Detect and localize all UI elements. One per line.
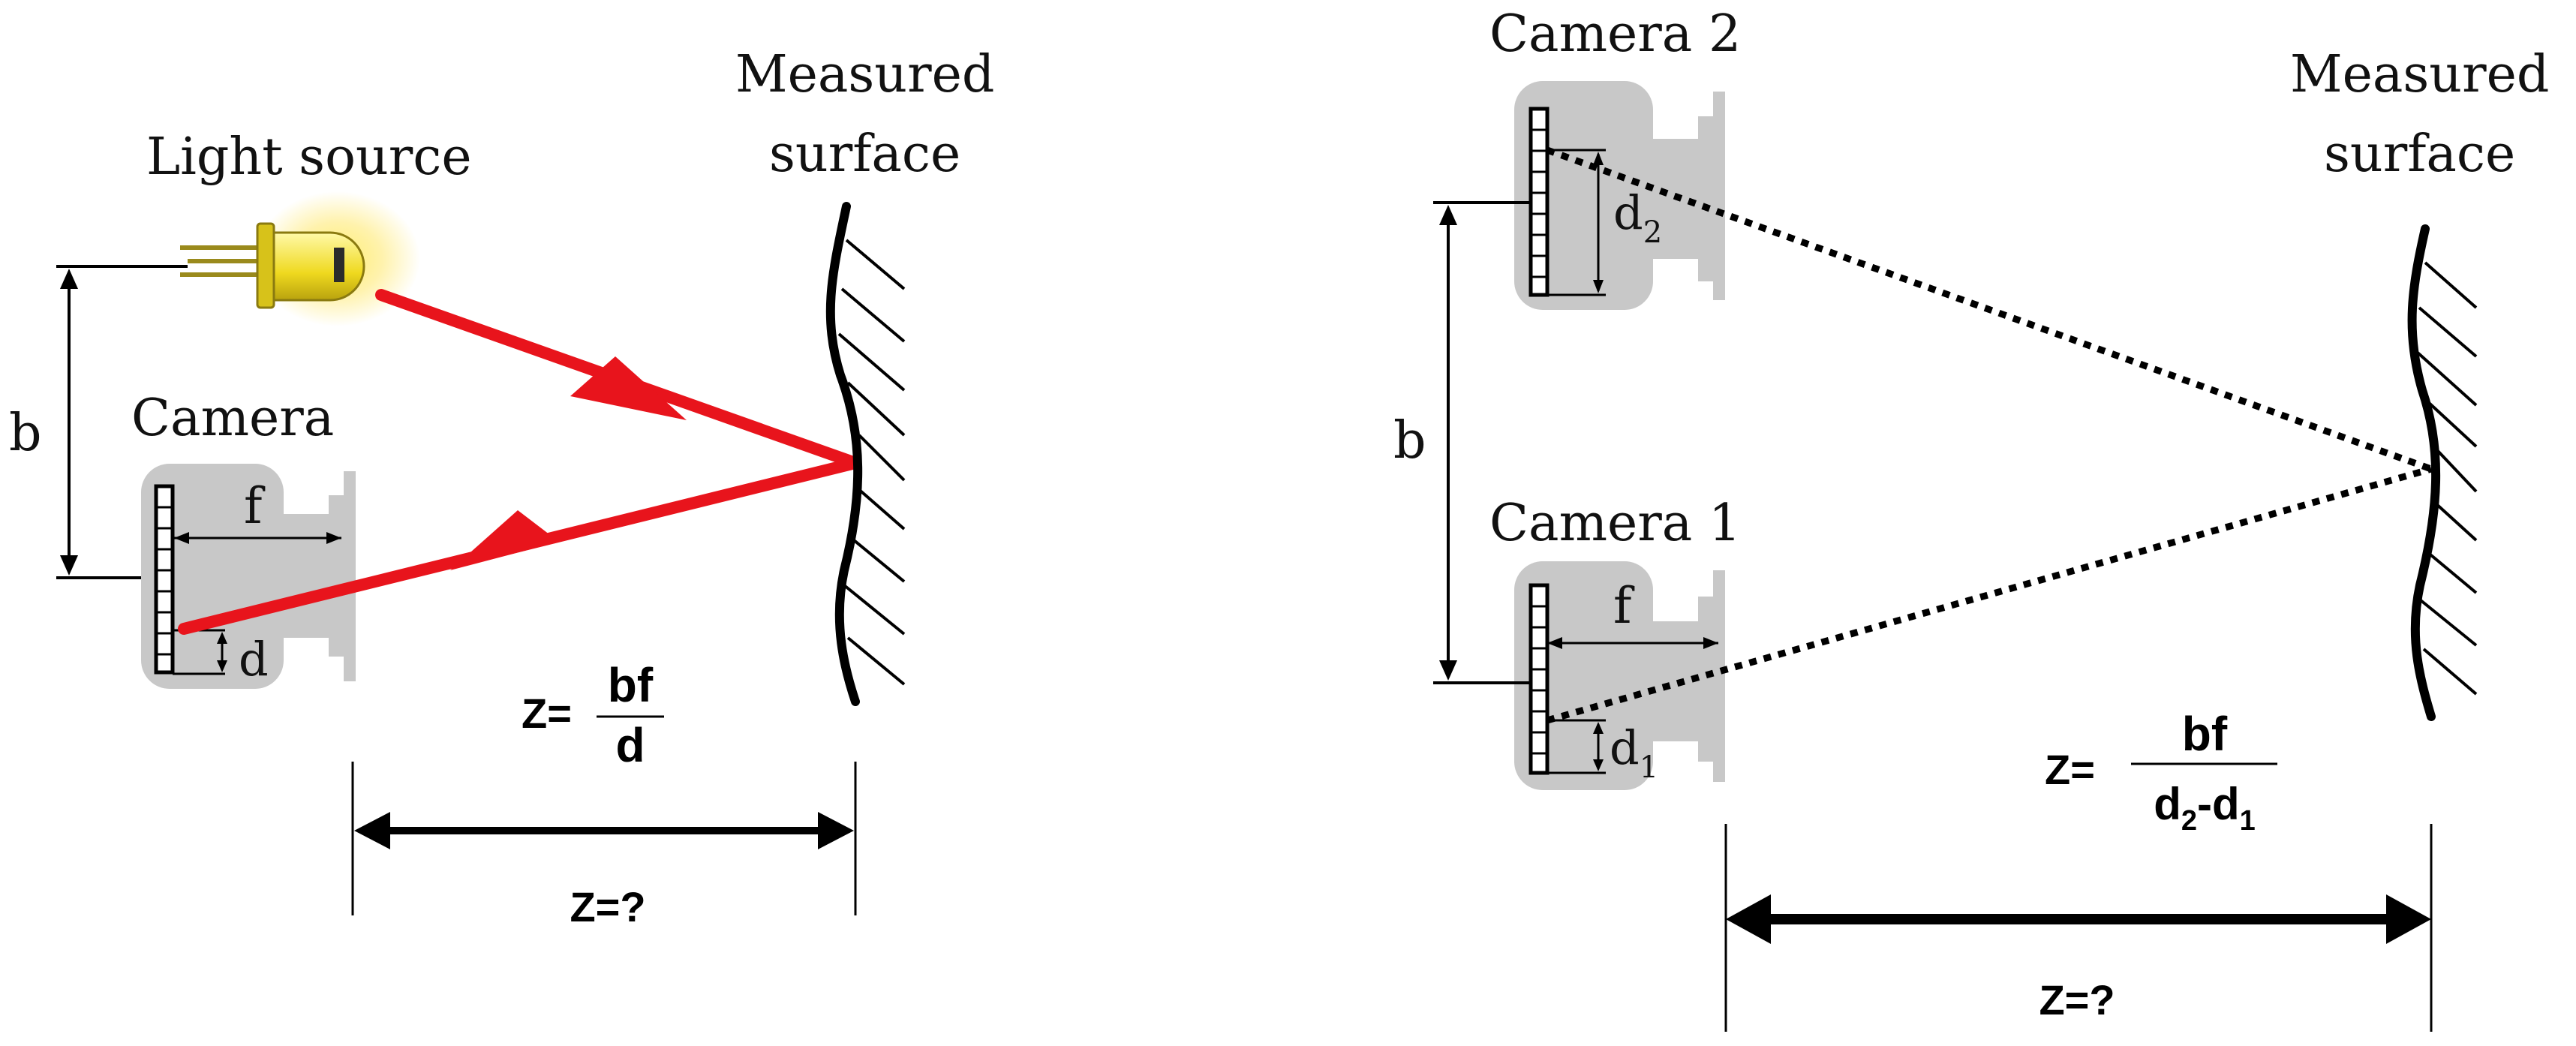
camera2-icon (1514, 81, 1725, 310)
focal-label: f (1613, 577, 1635, 635)
light-source-icon (180, 191, 420, 326)
distance-arrow (1726, 894, 2431, 944)
formula-denominator: d (615, 718, 645, 772)
camera-icon (141, 464, 356, 689)
baseline-label: b (9, 404, 42, 463)
measured-surface (825, 202, 906, 706)
right-panel: Camera 2 Camera 1 Measured surface b d2 (1393, 5, 2549, 1032)
ray-camera2 (1546, 146, 2433, 473)
camera1-icon (1514, 561, 1725, 790)
formula-numerator: bf (608, 658, 654, 712)
measured-surface-label-line1: Measured (2290, 45, 2549, 104)
distance-label: Z=? (570, 883, 645, 930)
depth-formula: Z= bf d2-d1 (2045, 707, 2277, 837)
laser-beam-returning (178, 457, 861, 635)
disparity1-label: d1 (1610, 720, 1658, 785)
ray-camera1 (1546, 465, 2433, 724)
distance-arrow (354, 812, 854, 849)
formula-denominator: d2-d1 (2154, 779, 2256, 837)
left-panel: Light source Measured surface Camera b (9, 45, 994, 930)
measured-surface (2407, 224, 2478, 721)
formula-lhs: Z= (2045, 746, 2095, 793)
measured-surface-label-line1: Measured (735, 45, 994, 104)
formula-lhs: Z= (522, 690, 572, 737)
baseline-dimension (1439, 205, 1457, 681)
measured-surface-label-line2: surface (2324, 125, 2515, 184)
baseline-label: b (1393, 411, 1426, 470)
focal-label: f (244, 477, 266, 535)
camera-label: Camera (131, 389, 334, 448)
camera2-label: Camera 2 (1489, 5, 1741, 64)
measured-surface-label-line2: surface (769, 125, 960, 184)
depth-formula: Z= bf d (522, 658, 664, 772)
light-source-label: Light source (146, 128, 472, 187)
disparity2-label: d2 (1613, 185, 1662, 250)
baseline-dimension (60, 269, 78, 576)
distance-label: Z=? (2039, 976, 2115, 1023)
formula-numerator: bf (2182, 707, 2228, 761)
disparity-label: d (239, 632, 269, 687)
camera1-label: Camera 1 (1489, 494, 1741, 553)
laser-beam-outgoing (375, 289, 861, 469)
